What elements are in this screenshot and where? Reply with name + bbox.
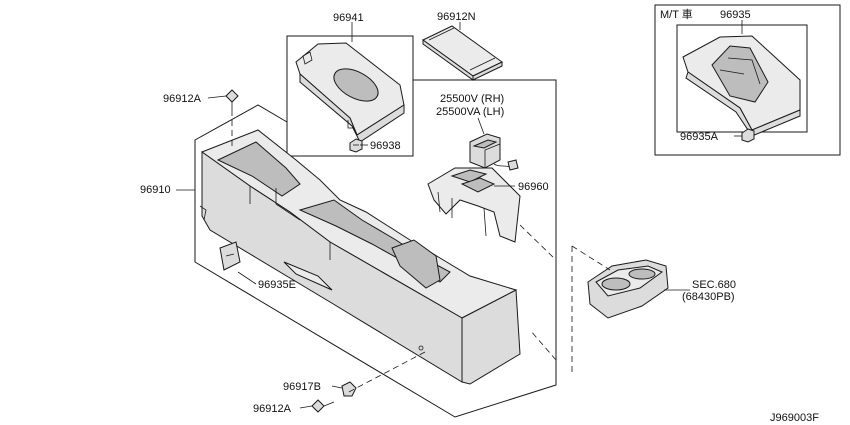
label-mt-header: M/T 車 (660, 7, 693, 21)
label-96935E: 96935E (258, 279, 296, 291)
label-96938: 96938 (370, 140, 401, 152)
console-96910 (199, 129, 521, 385)
label-sec680: SEC.680 (692, 279, 736, 291)
label-96910: 96910 (140, 184, 171, 196)
label-25500VA: 25500VA (LH) (436, 106, 504, 118)
label-96912N: 96912N (437, 11, 476, 23)
label-96941: 96941 (333, 12, 364, 24)
label-96917B: 96917B (283, 381, 321, 393)
screw-96912A-top (225, 89, 239, 110)
frame-main (194, 79, 557, 418)
switch-25500V (469, 133, 519, 171)
clip-96917B (341, 381, 357, 397)
finisher-96935 (682, 35, 801, 137)
label-96935: 96935 (720, 9, 751, 21)
label-96935A: 96935A (680, 131, 719, 143)
clip-96935E (219, 241, 333, 291)
label-96912A-bottom: 96912A (253, 403, 292, 415)
tray-96912N (422, 25, 503, 81)
label-68430PB: (68430PB) (682, 291, 735, 303)
diagram-code: J969003F (770, 412, 819, 424)
finisher-96960 (427, 167, 521, 243)
screw-96912A-bottom (311, 399, 335, 413)
frame-mt (654, 4, 841, 156)
clip-96938 (349, 138, 363, 153)
cupholder-sec680 (587, 259, 669, 319)
clip-96935A (741, 128, 755, 143)
label-96960: 96960 (518, 181, 549, 193)
lid-96941 (295, 42, 405, 143)
frame-96941 (286, 35, 414, 157)
label-25500V: 25500V (RH) (440, 93, 504, 105)
label-96912A-top: 96912A (163, 93, 202, 105)
